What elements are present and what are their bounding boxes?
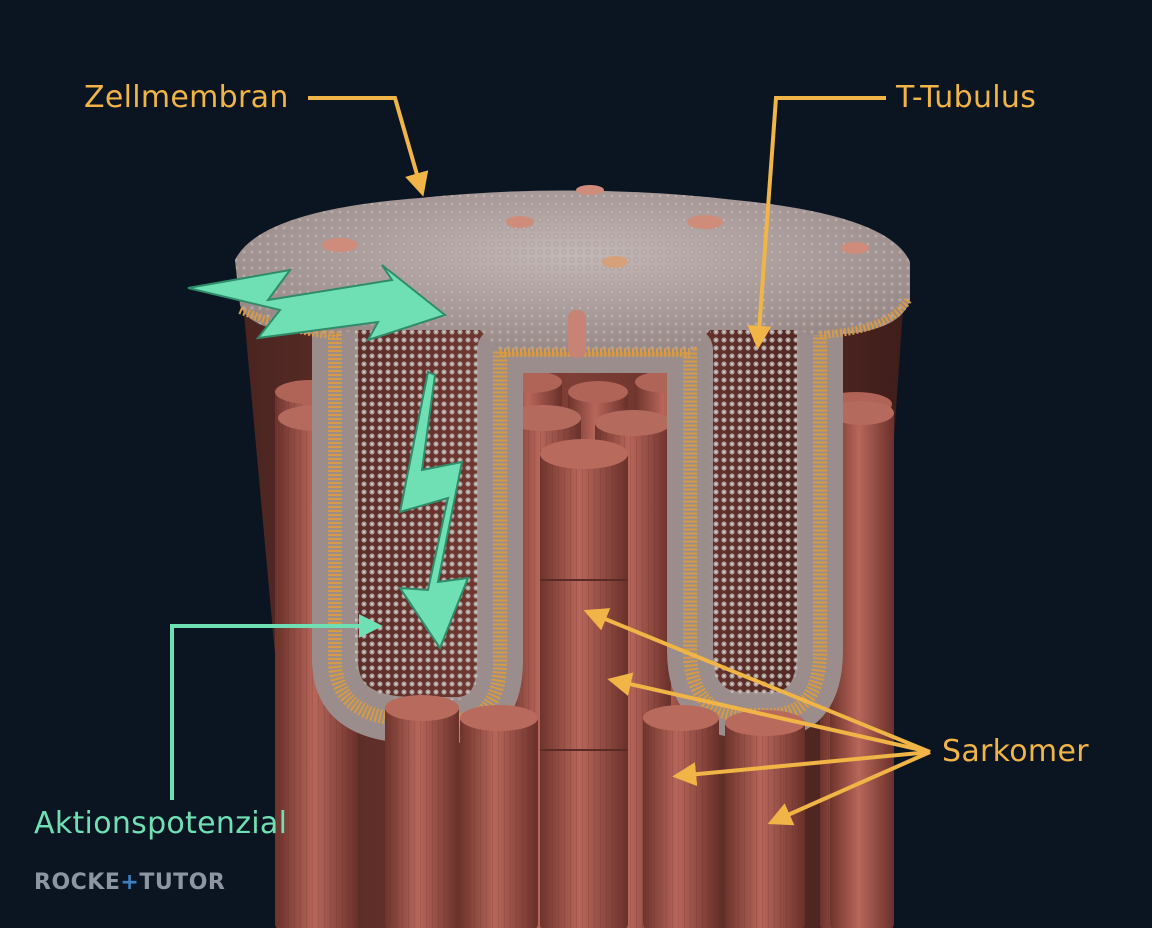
action-potential-bolt-vertical	[398, 370, 470, 651]
label-sarkomer: Sarkomer	[942, 734, 1089, 769]
zellmembran-pointer	[308, 96, 429, 197]
label-zellmembran: Zellmembran	[84, 80, 289, 115]
label-t-tubulus: T-Tubulus	[896, 80, 1037, 115]
rockettutor-logo: ROCKE+TUTOR	[34, 870, 225, 895]
action-potential-bolt-horizontal	[187, 264, 448, 342]
aktionspotenzial-pointer	[170, 614, 383, 800]
t-tubulus-pointer	[747, 96, 886, 350]
logo-part-rocke: ROCKE	[34, 870, 121, 895]
logo-part-tutor: TUTOR	[139, 870, 226, 895]
sarkomer-pointers	[583, 608, 931, 826]
myofibrils-front	[385, 439, 805, 928]
logo-plus: +	[120, 870, 140, 895]
label-aktionspotenzial: Aktionspotenzial	[34, 806, 288, 841]
cell-membrane-top	[235, 185, 912, 358]
